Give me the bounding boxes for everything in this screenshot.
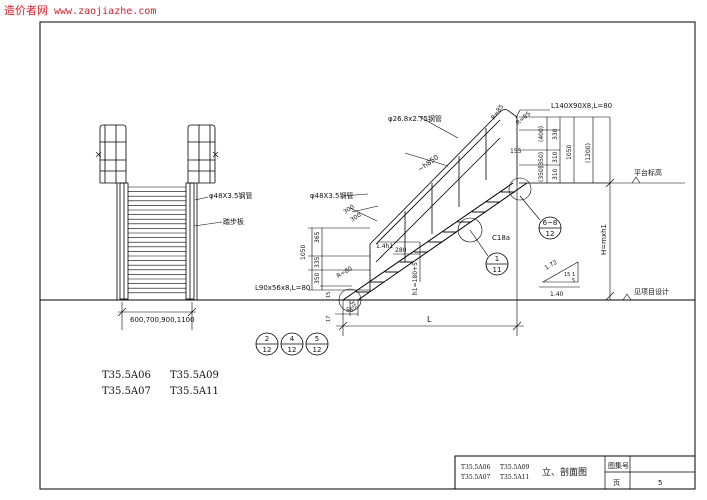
label-1050-right: 1050 <box>566 145 573 160</box>
drawing-codes: T35.5A06 T35.5A09 T35.5A07 T35.5A11 <box>102 370 219 397</box>
label-15: 15 <box>326 292 332 298</box>
label-1050-left: 1050 <box>300 245 307 260</box>
knuckle-bottom-circle <box>338 288 362 312</box>
upper-handrail <box>369 109 518 258</box>
label-1-4h1: 1.4h1 <box>376 243 393 250</box>
left-handrail <box>99 124 127 184</box>
label-155-top: 155 <box>510 148 522 155</box>
drawing-code-1: T35.5A06 <box>102 370 151 381</box>
detail-ref-2-bottom: 12 <box>546 230 555 238</box>
label-350a: (350) <box>538 152 545 168</box>
slope-triangle <box>539 261 580 288</box>
label-r80: R=80 <box>336 265 354 280</box>
label-r85-b: R=85 <box>515 110 533 126</box>
label-platform: 平台标高 <box>634 168 662 177</box>
detail-ref-5-top: 5 <box>315 335 319 343</box>
label-L: L <box>427 315 432 324</box>
label-310b: 310 <box>552 168 559 180</box>
label-slope-1: 1 <box>572 272 575 278</box>
label-slope-72: 1.72 <box>544 259 559 272</box>
side-treads <box>356 191 515 293</box>
watermark-url: www.zaojiazhe.com <box>54 6 157 17</box>
label-310a: 310 <box>552 151 559 163</box>
label-tread: 踏步板 <box>223 217 244 226</box>
detail-ref-3-bottom: 12 <box>263 346 272 354</box>
pipe-leader <box>194 196 209 201</box>
title-code-3: T35.5A07 <box>461 474 491 481</box>
detail-ref-3-top: 2 <box>265 335 269 343</box>
detail-ref-4: 4 12 <box>280 332 304 356</box>
page-number: 5 <box>658 479 662 487</box>
label-55: 55 <box>346 307 354 314</box>
label-height: H=mxh1 <box>600 224 608 255</box>
label-280: 280 <box>395 247 407 254</box>
atlas-label: 图集号 <box>608 461 629 470</box>
title-code-4: T35.5A11 <box>500 474 529 481</box>
side-view <box>308 109 685 336</box>
watermark-brand: 造价者网 <box>4 4 48 17</box>
label-365: 365 <box>314 231 321 243</box>
right-handrail <box>187 124 216 184</box>
front-treads <box>128 186 186 294</box>
label-r85-a: R=85 <box>490 103 505 121</box>
label-350b: (350) <box>538 166 545 182</box>
label-400: (400) <box>538 126 545 142</box>
detail-ref-2: 6~8 12 <box>538 216 562 240</box>
length-dimension <box>335 185 524 336</box>
tread-leader <box>193 221 223 227</box>
label-17: 17 <box>326 316 332 322</box>
label-1200: (1200) <box>585 143 592 163</box>
detail-ref-3: 2 12 <box>255 332 279 356</box>
drawing-code-3: T35.5A07 <box>102 386 151 397</box>
detail-ref-1-bottom: 11 <box>493 266 502 274</box>
mid-rail <box>375 119 501 245</box>
label-rail-pipe: φ26.8x2.75钢管 <box>388 114 442 123</box>
label-top-angle: L140X90X8,L=80 <box>551 102 612 110</box>
front-view <box>40 124 695 330</box>
title-code-1: T35.5A06 <box>461 464 491 471</box>
right-dimensions <box>519 116 685 301</box>
site-watermark: 造价者网 www.zaojiazhe.com <box>4 2 156 18</box>
tread-detail-circle <box>457 217 483 243</box>
left-dimensions <box>308 227 370 291</box>
label-slope-5: 5 <box>572 278 575 284</box>
title-block: T35.5A06 T35.5A09 T35.5A07 T35.5A11 立、剖面… <box>454 455 696 490</box>
label-handrail-len: ~h850 <box>416 153 440 173</box>
page-label: 页 <box>613 479 620 487</box>
detail-ref-2-top: 6~8 <box>543 219 558 227</box>
stringer-top <box>342 182 514 301</box>
drawing-code-2: T35.5A09 <box>170 370 219 381</box>
lower-rail <box>375 137 501 263</box>
detail-ref-4-top: 4 <box>290 335 295 343</box>
label-335: 335 <box>314 256 321 268</box>
drawing-code-4: T35.5A11 <box>170 386 219 397</box>
label-c18a: C18a <box>492 234 510 242</box>
stringer-bottom <box>357 182 528 301</box>
label-ground: 见项目设计 <box>634 287 669 296</box>
label-bottom-angle: L90x56x8,L=80 <box>255 284 310 292</box>
label-140: 1.40 <box>550 291 564 298</box>
width-dimension <box>117 302 197 330</box>
drawing-title: 立、剖面图 <box>542 466 587 478</box>
knuckle-top-circle <box>508 177 532 201</box>
drawing-frame <box>39 21 696 490</box>
detail-ref-5: 5 12 <box>305 332 329 356</box>
label-350-left: 350 <box>314 272 321 284</box>
label-330: 330 <box>552 128 559 140</box>
label-355: 355 <box>348 300 358 311</box>
label-h1: h1=180+5 <box>412 262 419 295</box>
label-slope-15: 15 <box>564 272 570 278</box>
width-options: 600,700,900,1100 <box>130 316 195 324</box>
detail-ref-1: 1 11 <box>485 252 509 276</box>
detail-ref-5-bottom: 12 <box>313 346 322 354</box>
label-pipe: φ48X3.5钢管 <box>209 191 252 200</box>
detail-ref-1-top: 1 <box>495 255 499 263</box>
detail-ref-4-bottom: 12 <box>288 346 297 354</box>
title-code-2: T35.5A09 <box>500 464 530 471</box>
label-post-pipe: φ48X3.5钢管 <box>310 191 353 200</box>
